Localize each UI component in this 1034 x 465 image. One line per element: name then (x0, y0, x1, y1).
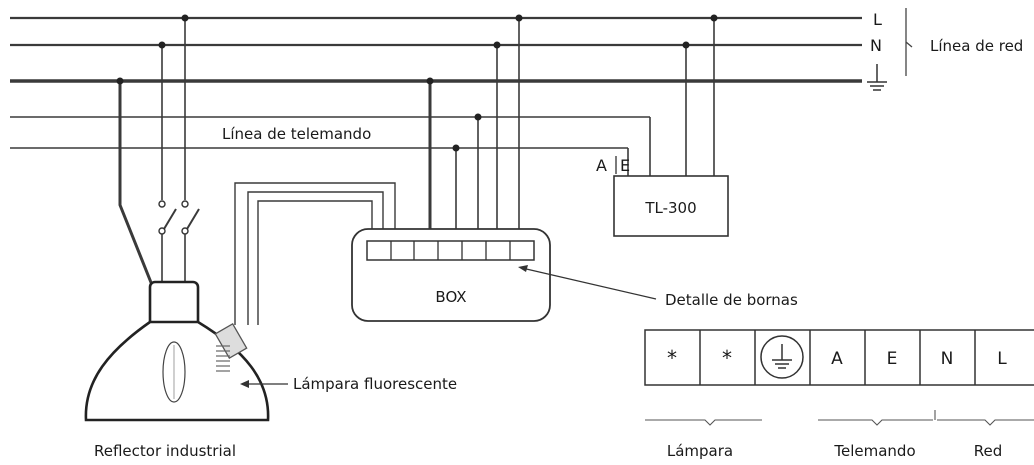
junction-dot (452, 144, 460, 152)
lamp-label: Lámpara fluorescente (293, 375, 457, 393)
lamp-cable-outer (234, 182, 396, 325)
terminal-group-braces (645, 410, 1034, 426)
switch-contact (181, 200, 189, 208)
box-terminal-strip (366, 240, 535, 261)
junction-dot (682, 41, 690, 49)
tl300-drops (682, 14, 718, 176)
terminal-cell-lamp-2: * (722, 346, 732, 370)
tl300-outline (613, 175, 729, 237)
junction-dot (116, 77, 124, 85)
label-N: N (870, 36, 882, 55)
arrow-left-icon (518, 265, 528, 272)
terminal-cell-lamp-1: * (667, 346, 677, 370)
junction-dot (181, 14, 189, 22)
terminal-cell-N: N (941, 349, 954, 369)
arrow-left-icon (240, 380, 249, 388)
junction-dot (493, 41, 501, 49)
box: BOX (351, 228, 551, 322)
remote-line-label: Línea de telemando (222, 125, 371, 143)
terminal-cell-L: L (997, 349, 1007, 369)
junction-dot (710, 14, 718, 22)
terminal-A-label: A (596, 156, 607, 175)
switch-blade (163, 208, 177, 230)
group-label-lampara: Lámpara (667, 442, 733, 460)
terminal-cell-E: E (887, 349, 898, 369)
lamp-cable-outer-2 (247, 191, 384, 325)
brace-lampara (645, 419, 762, 426)
fluorescent-tube-icon (216, 345, 230, 372)
switch-contact (181, 227, 189, 235)
earth-ground-icon (760, 335, 804, 379)
switch-blade (186, 208, 200, 230)
mains-legend: L N Línea de red (867, 8, 1023, 91)
label-L: L (873, 10, 882, 29)
group-label-red: Red (974, 442, 1003, 460)
junction-dot (426, 77, 434, 85)
lamp-cable (234, 182, 396, 325)
ground-symbol (772, 344, 792, 369)
industrial-reflector: Reflector industrial (84, 280, 270, 460)
brace-red (937, 419, 1034, 426)
box-drops (426, 14, 523, 241)
mains-brace (905, 8, 913, 76)
mains-group-label: Línea de red (930, 37, 1023, 55)
tl300-device: TL-300 A E (596, 156, 729, 237)
box-label: BOX (435, 288, 466, 306)
reflector-feed (116, 14, 200, 286)
earth-ground-icon (867, 64, 887, 91)
reflector-earth-wire (118, 81, 154, 286)
switch-contact (158, 200, 166, 208)
reflector-label: Reflector industrial (94, 442, 236, 460)
terminal-E-label: E (620, 156, 630, 175)
group-label-telemando: Telemando (833, 442, 915, 460)
terminal-detail-callout: Detalle de bornas (518, 265, 798, 309)
remote-lines (10, 116, 651, 176)
junction-dot (158, 41, 166, 49)
lamp-callout: Lámpara fluorescente (240, 375, 457, 393)
box-terminal-dividers (390, 241, 511, 260)
switch-contact (158, 227, 166, 235)
junction-dot (474, 113, 482, 121)
detail-callout-line (521, 267, 657, 300)
terminal-detail-label: Detalle de bornas (665, 291, 798, 309)
terminal-strip-detail: * * A E N L (644, 329, 1034, 386)
brace-telemando (818, 419, 933, 426)
tl300-label: TL-300 (644, 199, 696, 217)
mains-lines (10, 16, 862, 83)
lamp-cable-inner (257, 200, 373, 325)
junction-dot (515, 14, 523, 22)
terminal-strip-dividers (699, 330, 976, 385)
terminal-cell-A: A (831, 349, 843, 369)
terminal-strip-outline (644, 329, 1034, 386)
